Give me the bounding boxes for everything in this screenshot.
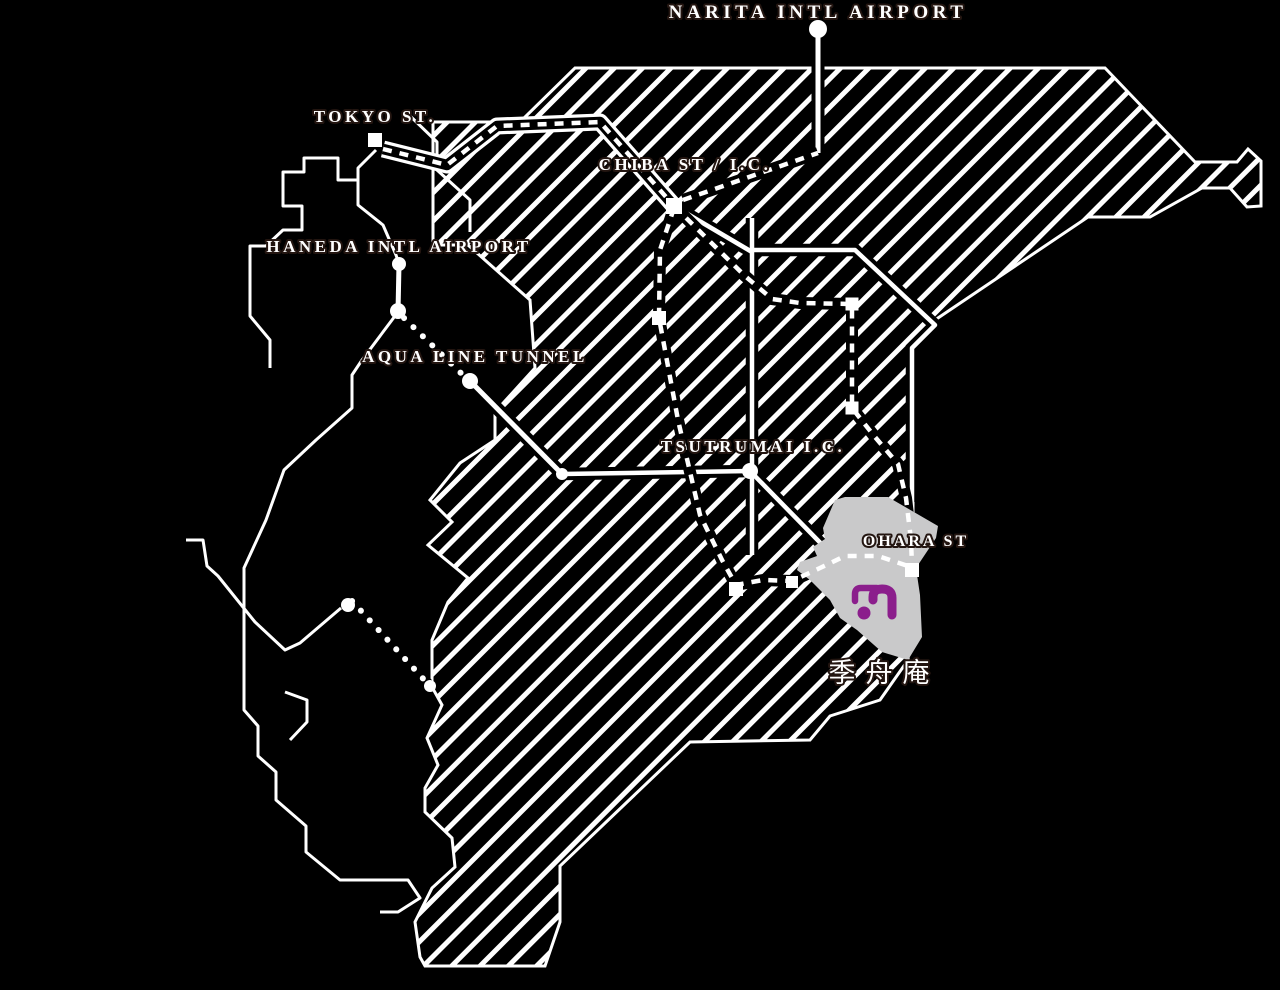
kishuan-logo-bar-icon <box>868 584 897 620</box>
tokyo-inland-coastline <box>248 156 358 368</box>
station-marker-south-2 <box>786 576 798 588</box>
kishuan-logo <box>851 584 897 620</box>
station-marker-east-2 <box>845 401 859 415</box>
bay-road <box>561 468 751 477</box>
junction-marker-layer <box>341 20 827 692</box>
map-label-chiba-st-ic: CHIBA ST / I.C. <box>599 155 772 174</box>
ohara-station-marker <box>905 563 919 577</box>
map-label-haneda-intl-airport: HANEDA INTL AIRPORT <box>266 237 531 256</box>
ferry-inlet-coastline <box>186 538 342 652</box>
map-label-tokyo-st: TOKYO ST. <box>314 107 437 126</box>
ferry-west-marker <box>341 598 355 612</box>
miura-coastline <box>284 690 309 742</box>
station-marker-south-1 <box>729 582 743 596</box>
bay-junction-marker <box>556 468 568 480</box>
haneda-airport-marker <box>392 257 406 271</box>
sotobo-railway <box>672 204 915 567</box>
map-label-aqua-line-tunnel: AQUA LINE TUNNEL <box>362 347 588 366</box>
bay-ferry-route-casing <box>347 597 433 688</box>
map-label-ohara-st: OHARA ST <box>863 533 969 550</box>
tokyo-chiba-rail-corridor-band-inner <box>381 116 678 210</box>
ohara-area-layer <box>797 497 938 660</box>
label-layer: NARITA INTL AIRPORT TOKYO ST. CHIBA ST / I… <box>264 0 969 690</box>
tokyo-station-marker <box>368 133 382 147</box>
chiba-station-marker <box>666 198 682 214</box>
east-coast-road <box>750 247 938 502</box>
map-label-tsutrumai-ic: TSUTRUMAI I.C. <box>661 437 846 456</box>
map-label-narita-intl-airport: NARITA INTL AIRPORT <box>669 2 968 23</box>
map-label-kishuan: 季舟庵 <box>829 658 940 688</box>
ferry-east-marker <box>424 680 436 692</box>
narita-airport-marker <box>809 20 827 38</box>
station-marker-east-1 <box>845 297 859 311</box>
tsutrumai-ic-marker <box>742 463 758 479</box>
station-marker-layer <box>368 133 919 596</box>
kishuan-logo-dot-icon <box>857 606 871 620</box>
tokyo-haneda-coastline <box>242 148 422 914</box>
kishuan-logo-hook-icon <box>851 584 881 605</box>
haneda-coast-marker <box>390 303 406 319</box>
chiba-narita-railway <box>682 150 819 203</box>
ohara-highlight-area <box>797 497 938 660</box>
bay-ferry-route <box>349 598 431 687</box>
aqua-line-mid-marker <box>462 373 478 389</box>
aqua-line-tunnel-route <box>401 315 468 380</box>
station-marker-soga <box>652 311 666 325</box>
dotted-route-layer <box>349 315 468 687</box>
aqua-line-bridge-road <box>468 379 564 476</box>
